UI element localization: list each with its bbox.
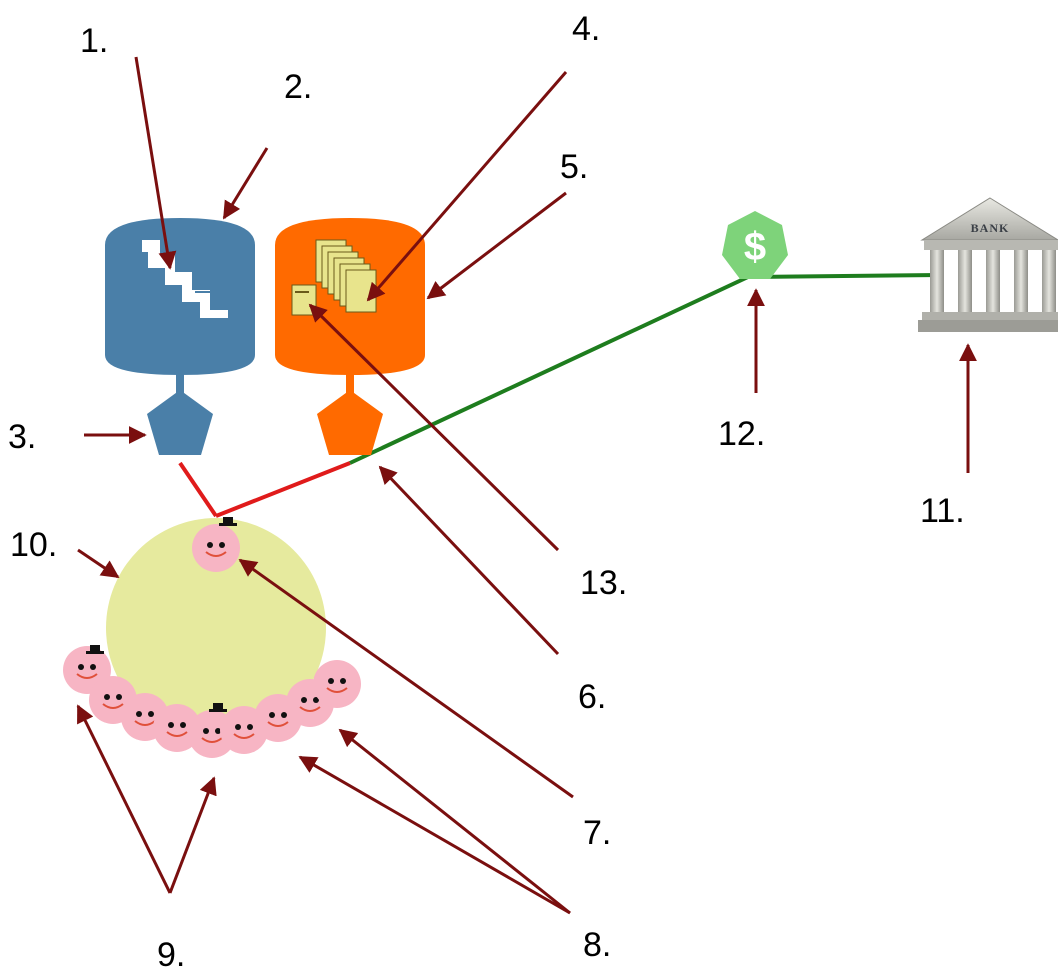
arrow-9a — [76, 704, 172, 894]
circle-cluster-icon — [106, 518, 326, 738]
arrow-6 — [378, 465, 560, 656]
label-4: 4. — [572, 10, 600, 48]
arrow-8b — [298, 755, 571, 915]
label-5: 5. — [560, 148, 588, 186]
blue-database[interactable] — [105, 218, 255, 394]
label-3: 3. — [8, 418, 36, 456]
dollar-coin[interactable]: $ — [722, 211, 788, 279]
orange-pentagon-node[interactable] — [317, 390, 383, 455]
label-7: 7. — [583, 814, 611, 852]
arrow-2 — [222, 147, 269, 220]
red-path-segment — [215, 461, 351, 518]
arrow-4 — [366, 71, 568, 302]
arrow-7 — [238, 558, 574, 799]
orange-database[interactable] — [275, 218, 425, 394]
dollar-coin-icon — [722, 211, 788, 279]
label-6: 6. — [578, 678, 606, 716]
label-9: 9. — [157, 936, 185, 973]
arrow-9b — [168, 776, 217, 894]
arrow-10 — [77, 548, 120, 579]
annotation-arrows — [76, 56, 977, 915]
arrow-5 — [426, 191, 567, 300]
label-1: 1. — [80, 22, 108, 60]
number-labels: 1. 2. 3. 4. 5. 6. 7. 8. 9. 10. 11. 12. 1… — [8, 10, 965, 973]
face-9 — [312, 659, 362, 709]
label-11: 11. — [920, 492, 965, 530]
bank-building-icon: BANK — [918, 197, 1058, 332]
label-2: 2. — [284, 68, 312, 106]
cluster[interactable] — [62, 517, 362, 759]
arrow-13 — [308, 303, 560, 552]
arrow-1 — [134, 56, 177, 270]
label-10: 10. — [10, 526, 57, 564]
label-8: 8. — [583, 926, 611, 964]
bank-sign: BANK — [971, 221, 1010, 235]
red-path-blue-node — [178, 461, 218, 518]
database-documents-icon — [291, 239, 377, 316]
blue-pentagon-node[interactable] — [147, 390, 213, 455]
dollar-symbol: $ — [744, 225, 766, 269]
green-path-segment — [349, 273, 941, 465]
arrow-8a — [338, 728, 571, 915]
label-13: 13. — [580, 564, 627, 602]
label-12: 12. — [718, 415, 765, 453]
bank-building[interactable]: BANK — [918, 197, 1058, 332]
